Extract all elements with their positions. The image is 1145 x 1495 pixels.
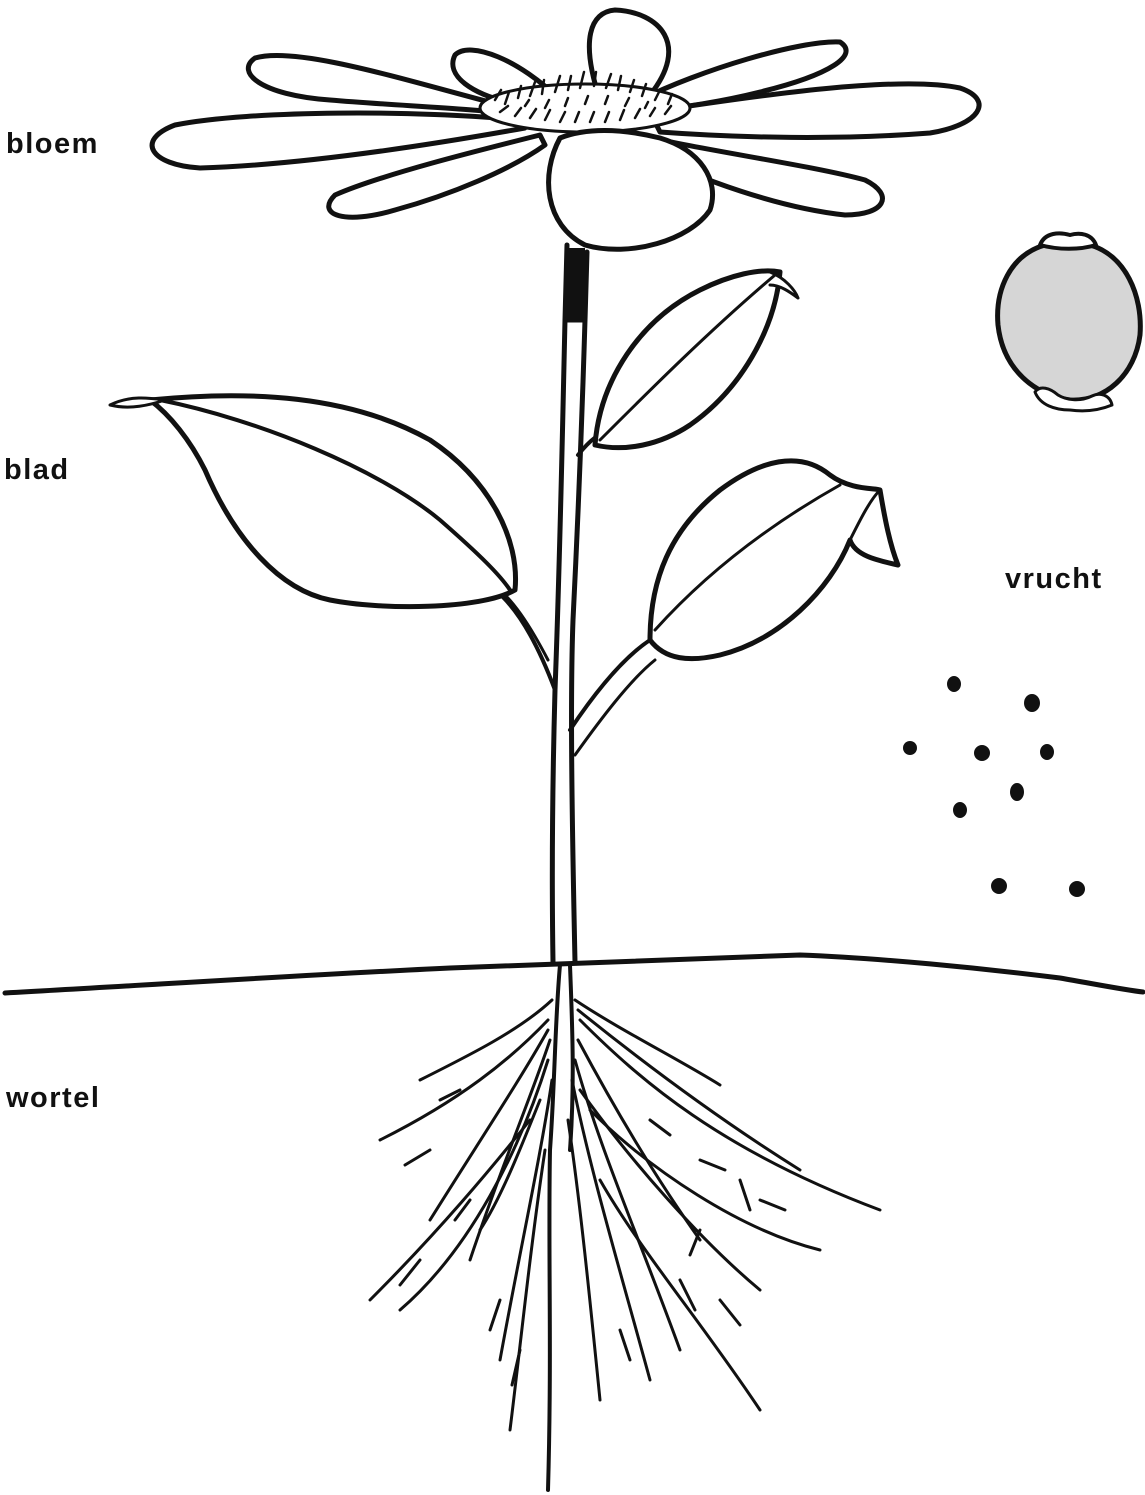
roots <box>370 965 880 1490</box>
label-fruit: vrucht <box>1005 565 1103 594</box>
fruit-crown <box>1040 233 1096 248</box>
seed <box>974 745 990 761</box>
seed <box>903 741 917 755</box>
seed <box>1040 744 1054 760</box>
seed <box>1069 881 1085 897</box>
front-petal <box>549 131 713 250</box>
seed <box>1024 694 1040 712</box>
seed <box>947 676 961 692</box>
label-flower: bloem <box>6 130 99 159</box>
seed <box>953 802 967 818</box>
label-leaf: blad <box>4 456 70 485</box>
label-root: wortel <box>6 1084 100 1113</box>
seeds <box>903 676 1085 897</box>
fruit-body <box>998 245 1141 400</box>
leaf-upper-right <box>595 271 798 448</box>
fruit <box>998 233 1141 410</box>
seed <box>1010 783 1024 801</box>
flower <box>152 10 979 249</box>
seed <box>991 878 1007 894</box>
stem-dark-segment <box>565 248 585 320</box>
leaf-left <box>110 396 516 607</box>
leaf-lower-right <box>650 461 898 659</box>
